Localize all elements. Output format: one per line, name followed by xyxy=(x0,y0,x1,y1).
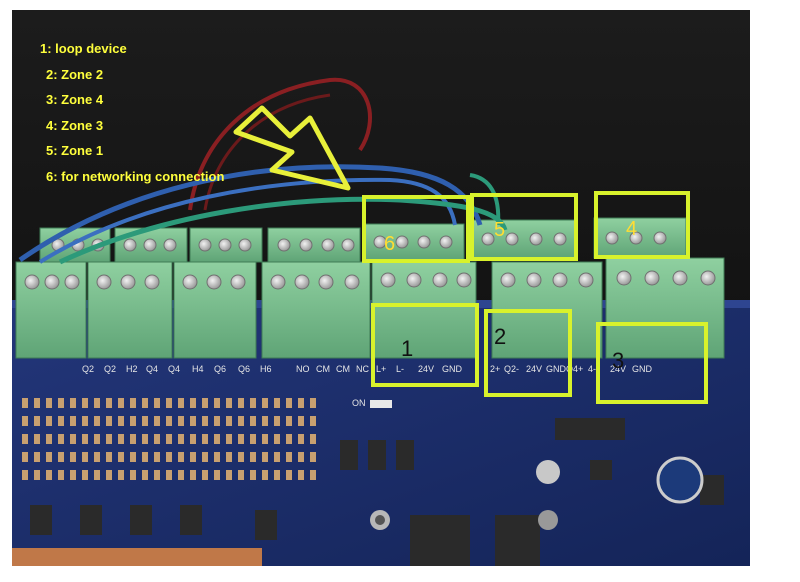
label-zone-b-24v: 24V xyxy=(610,364,626,374)
callout-box-4 xyxy=(594,191,690,259)
label-relay-no: NO xyxy=(296,364,310,374)
label-outputs-q6a: Q6 xyxy=(214,364,226,374)
legend-item-6: 6: for networking connection xyxy=(46,168,225,184)
label-outputs-q4a: Q4 xyxy=(146,364,158,374)
label-outputs-q6b: Q6 xyxy=(238,364,250,374)
label-zone-b-plus: Q4+ xyxy=(566,364,583,374)
label-loop-24v: 24V xyxy=(418,364,434,374)
callout-box-6 xyxy=(362,195,470,263)
label-outputs-h4: H4 xyxy=(192,364,204,374)
callout-number-1: 1 xyxy=(401,336,413,361)
label-outputs-h6: H6 xyxy=(260,364,272,374)
callout-box-2 xyxy=(484,309,572,397)
pcb-components xyxy=(22,398,316,480)
label-outputs-h2: H2 xyxy=(126,364,138,374)
legend-item-3: 3: Zone 4 xyxy=(46,92,104,107)
callout-box-3 xyxy=(596,322,708,404)
label-loop-lminus: L- xyxy=(396,364,404,374)
label-switch-on: ON xyxy=(352,398,366,408)
legend-item-2: 2: Zone 2 xyxy=(46,66,104,82)
label-relay-cm1: CM xyxy=(316,364,330,374)
label-outputs-q2b: Q2 xyxy=(104,364,116,374)
callout-number-5: 5 xyxy=(494,219,505,241)
label-loop-lplus: L+ xyxy=(376,364,386,374)
label-loop-gnd: GND xyxy=(442,364,463,374)
red-wire xyxy=(188,77,372,211)
legend-item-5: 5: Zone 1 xyxy=(46,143,104,158)
legend-item-1: 1: loop device xyxy=(40,41,127,56)
terminal-blocks-front xyxy=(15,257,725,359)
callout-number-3: 3 xyxy=(612,348,624,373)
label-zone-b-gnd: GND xyxy=(632,364,653,374)
label-zone-a-gnd: GND xyxy=(546,364,567,374)
label-outputs-q2a: Q2 xyxy=(82,364,94,374)
callout-number-2: 2 xyxy=(494,324,506,349)
callout-box-5 xyxy=(470,193,578,261)
label-zone-a-plus: 2+ xyxy=(490,364,500,374)
label-relay-nc: NC xyxy=(356,364,369,374)
callout-box-1 xyxy=(371,303,479,387)
callout-number-4: 4 xyxy=(626,218,637,240)
green-wire xyxy=(58,196,508,265)
callout-number-6: 6 xyxy=(384,233,395,255)
blue-wire xyxy=(18,164,483,263)
label-relay-cm2: CM xyxy=(336,364,350,374)
label-zone-b-minus: 4- xyxy=(588,364,596,374)
legend-item-4: 4: Zone 3 xyxy=(46,117,104,133)
arrow-icon xyxy=(233,105,351,191)
label-zone-a-24v: 24V xyxy=(526,364,542,374)
legend: 1: loop device 2: Zone 2 3: Zone 4 4: Zo… xyxy=(40,36,224,189)
label-zone-a-minus: Q2- xyxy=(504,364,519,374)
label-outputs-q4b: Q4 xyxy=(168,364,180,374)
